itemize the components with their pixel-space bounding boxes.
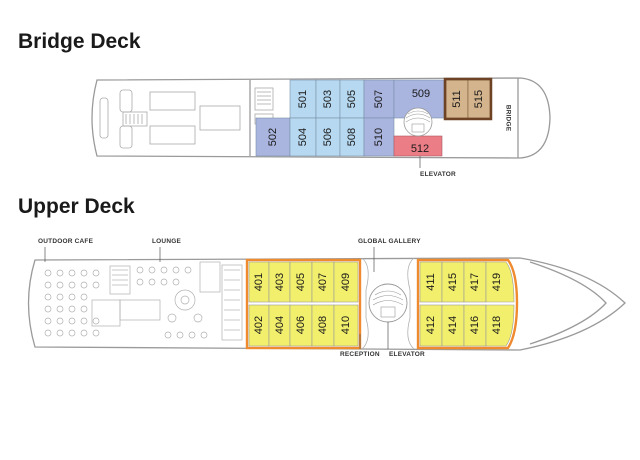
cabin-label-419: 419: [491, 273, 503, 291]
outdoor-cafe-label: OUTDOOR CAFE: [38, 238, 94, 245]
bridge-deck-hull: [91, 77, 551, 159]
cabin-410: [333, 304, 359, 347]
upper-deck-area-labels: OUTDOOR CAFE LOUNGE GLOBAL GALLERY RECEP…: [38, 238, 425, 358]
upper-deck-hull: [27, 257, 626, 351]
cabin-label-502: 502: [267, 128, 279, 146]
bridge-elevator-label: ELEVATOR: [420, 171, 456, 178]
cabin-label-406: 406: [295, 316, 307, 334]
cabin-label-509: 509: [412, 88, 430, 100]
bridge-deck-stern-details: [99, 87, 274, 149]
cabin-label-405: 405: [295, 273, 307, 291]
cabin-label-511: 511: [451, 90, 463, 108]
bridge-deck-cabin-labels: 501 503 505 507 509 511 515 502 504 506 …: [267, 88, 511, 178]
upper-deck-cabins-block-b: [416, 258, 519, 350]
cabin-label-508: 508: [346, 128, 358, 146]
cabin-label-407: 407: [317, 273, 329, 291]
cabin-506: [315, 117, 341, 157]
bridge-deck-cabins: [255, 77, 493, 157]
upper-deck-gallery: [361, 257, 415, 350]
cabin-label-412: 412: [425, 316, 437, 334]
cabin-label-408: 408: [317, 316, 329, 334]
cabin-label-510: 510: [373, 128, 385, 146]
cabin-label-415: 415: [447, 273, 459, 291]
bridge-deck-title: Bridge Deck: [18, 30, 141, 53]
cabin-508: [339, 117, 365, 157]
lounge-label: LOUNGE: [152, 238, 181, 245]
cabin-419: [485, 261, 515, 303]
cabin-label-411: 411: [425, 273, 437, 291]
cabin-label-507: 507: [373, 90, 385, 108]
cabin-label-404: 404: [274, 316, 286, 334]
cabin-label-401: 401: [253, 273, 265, 291]
bridge-elevator-well: [403, 107, 433, 137]
cabin-510: [363, 117, 395, 157]
cabin-label-515: 515: [473, 90, 485, 108]
upper-deck-leader-lines: [44, 247, 389, 349]
suite-highlight: [443, 77, 493, 121]
cabin-409: [333, 261, 359, 303]
cabin-block-a-highlight: [245, 258, 362, 350]
cabin-504: [289, 117, 317, 157]
cabin-label-402: 402: [253, 316, 265, 334]
cabin-label-501: 501: [297, 90, 309, 108]
cabin-label-414: 414: [447, 316, 459, 334]
cabin-label-416: 416: [469, 316, 481, 334]
bridge-label: BRIDGE: [504, 105, 511, 132]
reception-label: RECEPTION: [340, 351, 380, 358]
global-gallery-label: GLOBAL GALLERY: [358, 238, 421, 245]
cabin-block-b-highlight: [416, 258, 519, 350]
upper-deck-cafe-lounge-details: [44, 261, 243, 341]
cabin-label-505: 505: [346, 90, 358, 108]
cabin-label-417: 417: [469, 273, 481, 291]
cabin-418: [485, 304, 515, 347]
upper-deck-title: Upper Deck: [18, 195, 135, 218]
cabin-507: [363, 79, 395, 119]
cabin-label-403: 403: [274, 273, 286, 291]
cabin-502: [255, 117, 291, 157]
upper-deck-cabin-labels: 401 403 405 407 409 402 404 406 408 410 …: [253, 273, 503, 334]
cabin-label-504: 504: [297, 128, 309, 146]
upper-elevator-label: ELEVATOR: [389, 351, 425, 358]
cabin-label-410: 410: [340, 316, 352, 334]
cabin-label-506: 506: [322, 128, 334, 146]
cabin-label-409: 409: [340, 273, 352, 291]
cabin-label-512: 512: [411, 143, 429, 155]
cabin-label-418: 418: [491, 316, 503, 334]
upper-deck-cabins-block-a: [245, 258, 362, 350]
cabin-label-503: 503: [322, 90, 334, 108]
